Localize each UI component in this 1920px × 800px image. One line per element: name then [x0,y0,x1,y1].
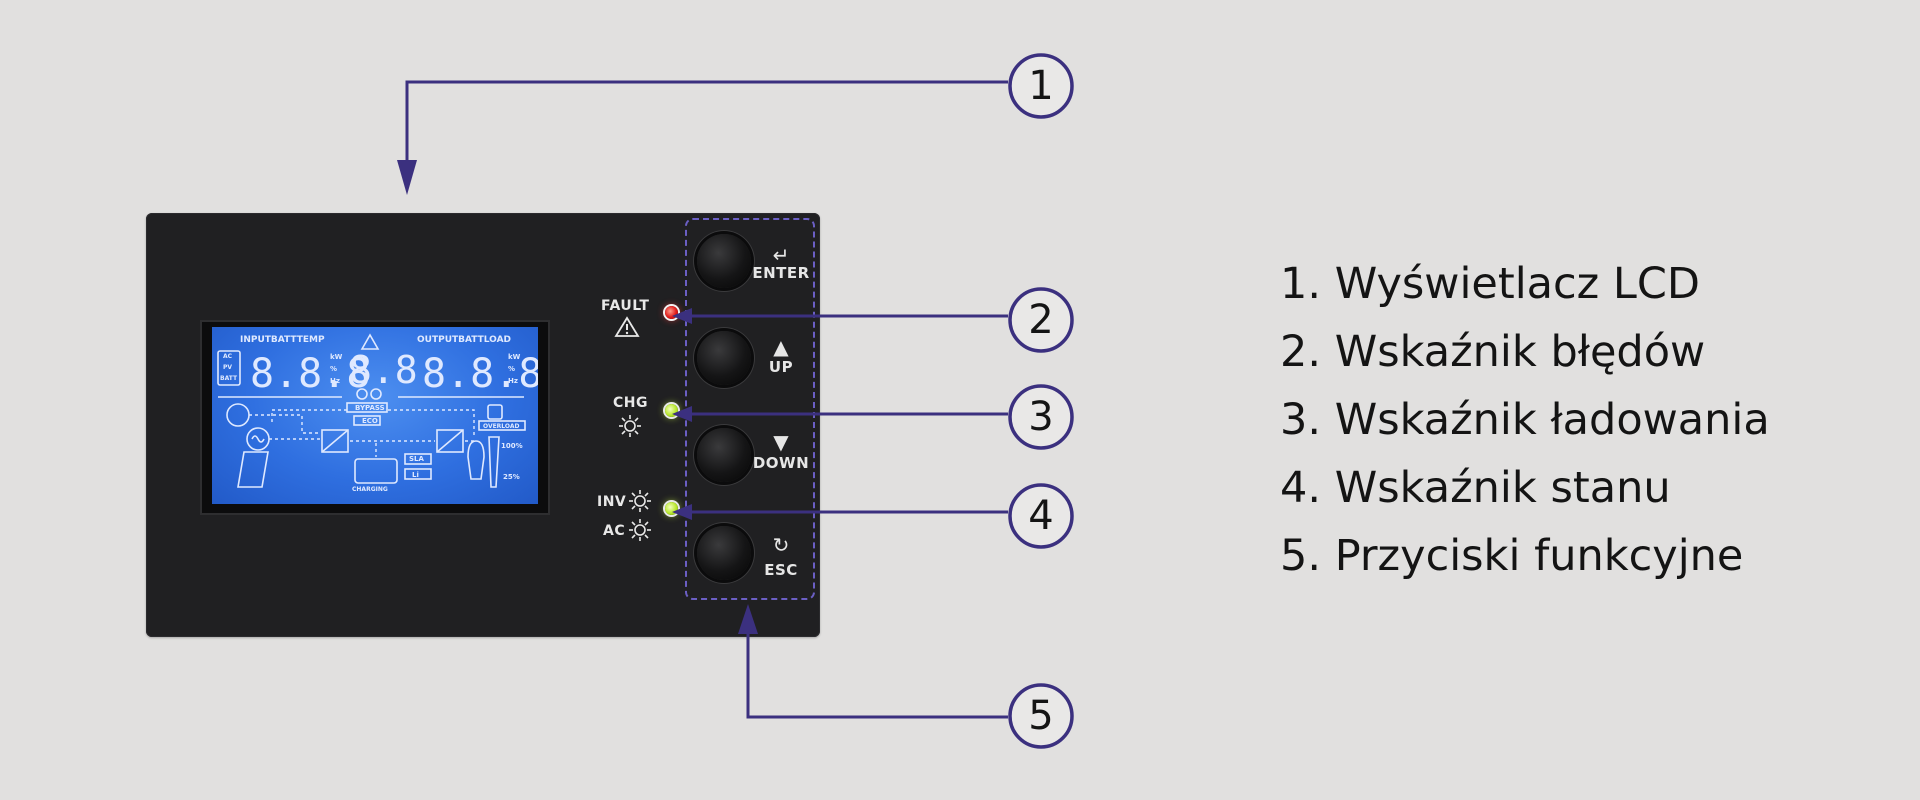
legend-item-charging: 3. Wskaźnik ładowania [1280,395,1770,445]
lcd-header-left: INPUTBATTTEMP [240,335,325,345]
callout-4-arrowhead [672,504,692,520]
legend-item-status: 4. Wskaźnik stanu [1280,463,1671,513]
legend-item-buttons: 5. Przyciski funkcyjne [1280,531,1744,581]
lcd-unit-left-2: % [330,365,337,373]
lcd-clock-icon-2 [370,388,382,400]
lcd-tag-ac: AC [223,353,233,360]
callout-1-line [405,80,1008,160]
lcd-flow-bypass-left [271,409,347,423]
lcd-charging: CHARGING [352,486,388,493]
lcd-flow-pv [249,414,320,434]
lcd-inverter-icon [436,429,464,453]
down-button[interactable] [697,428,751,482]
lcd-bypass: BYPASS [355,404,385,412]
lcd-flow-bypass-right [388,409,475,435]
lcd-converter-icon [321,429,349,453]
up-arrow-icon: ▲ [773,335,789,359]
chg-sun-icon [619,415,641,437]
lcd-load-high: 100% [501,442,523,450]
callout-5-circle [1008,683,1074,749]
lcd-solar-panel-icon [237,451,269,488]
lcd-sine-icon [251,435,265,443]
down-arrow-icon: ▼ [773,430,789,454]
lcd-unit-left-1: kW [330,353,343,361]
callout-2-number: 2 [1028,297,1054,343]
callout-4-circle [1008,483,1074,549]
lcd-graphics: INPUTBATTTEMP OUTPUTBATTLOAD 8.8.8 8.8 8… [217,333,538,493]
lcd-clock-icon [356,388,368,400]
up-button[interactable] [697,331,751,385]
inv-sun-icon [629,490,651,512]
back-icon: ↻ [772,533,790,557]
lcd-overload: OVERLOAD [483,423,519,430]
callout-4-number: 4 [1028,493,1054,539]
lcd-tag-box [217,350,241,386]
esc-label: ESC [764,561,798,579]
lcd-eco: ECO [362,417,378,425]
lcd-header-right: OUTPUTBATTLOAD [417,335,511,345]
callout-5-arrowhead [738,604,758,634]
inv-label: INV [597,494,627,510]
legend-list: 1. Wyświetlacz LCD 2. Wskaźnik błędów 3.… [1280,250,1770,590]
lcd-inverter-slash [436,429,464,453]
chg-label: CHG [613,395,648,411]
lcd-load-bulb-icon [467,440,485,480]
legend-item-fault: 2. Wskaźnik błędów [1280,327,1706,377]
lcd-tag-pv: PV [223,364,232,371]
down-label: DOWN [752,454,810,472]
lcd-digits-mid: 8.8 [349,348,418,392]
ac-label: AC [603,523,626,539]
lcd-li-box [404,468,432,480]
lcd-unit-right-1: kW [508,353,521,361]
lcd-unit-right-3: Hz [508,377,518,385]
lcd-overload-box [478,420,526,431]
callout-1-arrowhead [397,160,417,195]
lcd-eco-box [353,415,381,426]
lcd-load-low: 25% [503,473,520,481]
lcd-warning-triangle-icon [360,333,380,350]
lcd-screen: INPUTBATTTEMP OUTPUTBATTLOAD 8.8.8 8.8 8… [212,327,538,504]
warning-triangle-icon [614,316,640,337]
lcd-speaker-icon [487,404,503,420]
lcd-load-bar-icon [488,436,500,488]
lcd-sla: SLA [409,455,425,463]
callout-5-number: 5 [1028,693,1054,739]
lcd-sla-box [404,453,432,465]
callout-1-number: 1 [1028,63,1054,109]
enter-icon: ↵ [772,243,790,267]
lcd-converter-slash [321,429,349,453]
up-label: UP [768,358,794,376]
lcd-battery-icon [354,458,398,484]
lcd-digits-right: 8.8.8 [422,351,538,397]
lcd-digits-left: 8.8.8 [250,351,370,397]
callout-3-arrowhead [672,406,692,422]
callout-5-line [746,630,1008,719]
ac-sun-icon [629,519,651,541]
fault-label: FAULT [601,298,650,314]
callout-3-circle [1008,384,1074,450]
enter-button[interactable] [697,234,751,288]
lcd-unit-left-3: Hz [330,377,340,385]
lcd-tag-batt: BATT [220,375,238,382]
esc-button[interactable] [697,526,751,580]
enter-label: ENTER [752,264,810,282]
callout-2-arrowhead [672,308,692,324]
callout-1-circle [1008,53,1074,119]
lcd-bypass-box [346,402,388,413]
lcd-li: Li [412,471,419,479]
lcd-unit-right-2: % [508,365,515,373]
callout-3-number: 3 [1028,394,1054,440]
legend-item-lcd: 1. Wyświetlacz LCD [1280,259,1701,309]
callout-2-circle [1008,287,1074,353]
